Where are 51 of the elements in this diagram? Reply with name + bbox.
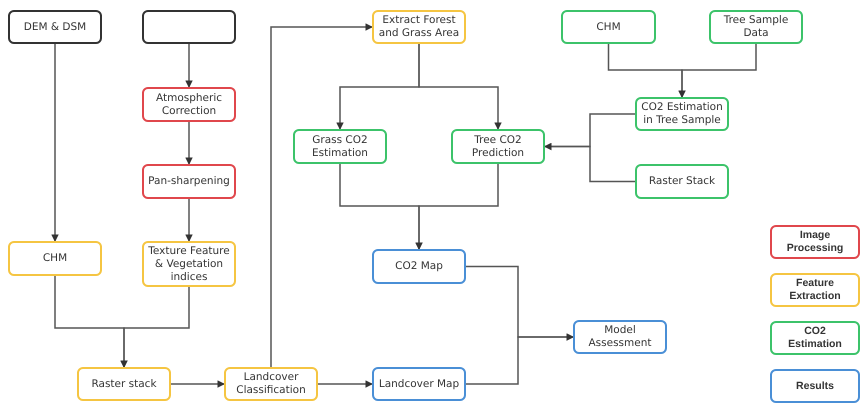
arrow (185, 44, 193, 88)
process-box (709, 10, 803, 44)
process-box (451, 129, 545, 164)
process-box (142, 87, 236, 122)
box-label: Pan-sharpening (148, 175, 230, 188)
arrow (120, 287, 190, 368)
process-box (8, 241, 102, 276)
process-box (293, 129, 387, 164)
process-box (8, 10, 102, 44)
process-box (372, 249, 466, 284)
box-label: CHM (42, 252, 68, 265)
box-label: DEM & DSM (24, 20, 86, 34)
legend-label: Feature Extraction (788, 277, 842, 303)
arrow (418, 44, 502, 130)
box-label: Tree CO2 Prediction (470, 134, 526, 160)
box-label: CO2 Estimation in Tree Sample (640, 101, 724, 127)
box-label: CHM (596, 20, 621, 34)
arrow (171, 380, 225, 388)
box-label: Texture Feature & Vegetation indices (147, 244, 231, 284)
process-box (372, 10, 466, 44)
arrow (185, 199, 193, 242)
process-box (77, 367, 171, 401)
legend-label: Results (796, 380, 834, 392)
arrow (270, 23, 373, 367)
process-box (561, 10, 656, 44)
arrow (544, 142, 635, 182)
box-label: Landcover Map (378, 378, 460, 390)
box-label: Grass CO2 Estimation (311, 134, 369, 160)
process-box (573, 320, 667, 354)
process-box (224, 367, 318, 401)
box-label: Model Assessment (588, 324, 652, 350)
process-box (372, 367, 466, 401)
process-box (142, 10, 236, 44)
arrow (185, 122, 193, 165)
box-label: Raster Stack (648, 175, 716, 188)
box-label: Atmospheric Correction (154, 92, 224, 118)
box-label: CO2 Map (395, 260, 443, 273)
arrow (678, 44, 757, 98)
arrow (466, 333, 574, 385)
box-label: Raster stack (91, 378, 157, 390)
process-box (635, 164, 729, 199)
process-box (635, 97, 729, 131)
arrow (51, 44, 59, 242)
legend-label: Image Processing (786, 229, 844, 255)
arrow (318, 380, 373, 388)
box-label: Tree Sample Data (722, 14, 790, 40)
arrow (415, 164, 499, 250)
process-box (142, 164, 236, 199)
legend-label: CO2 Estimation (787, 325, 843, 351)
box-label: Landcover Classification (235, 371, 307, 397)
box-label: Extract Forest and Grass Area (378, 14, 460, 40)
